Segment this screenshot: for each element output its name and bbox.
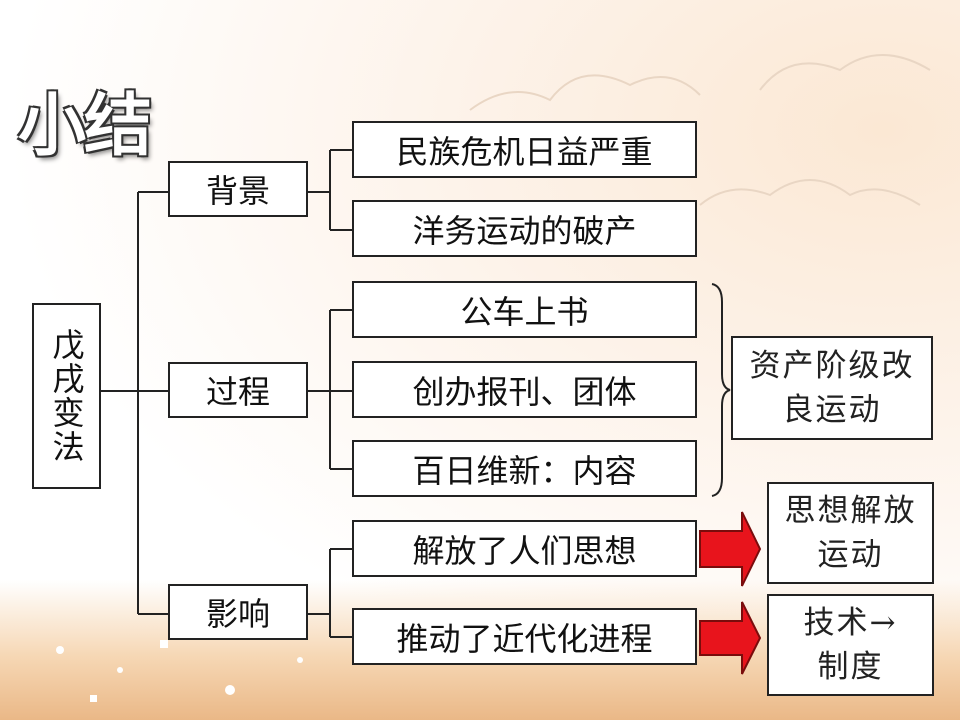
arrow-right-icon	[699, 511, 762, 587]
branch-impact: 影响	[168, 584, 308, 640]
root-node: 戊戌变法	[32, 303, 101, 489]
leaf-memorial: 公车上书	[352, 281, 697, 338]
branch-background: 背景	[168, 161, 308, 217]
leaf-hundred-days: 百日维新：内容	[352, 440, 697, 497]
page-title: 小结	[18, 87, 152, 166]
leaf-newspapers: 创办报刊、团体	[352, 361, 697, 418]
branch-process: 过程	[168, 362, 308, 418]
leaf-westernization-failure: 洋务运动的破产	[352, 200, 697, 257]
leaf-national-crisis: 民族危机日益严重	[352, 121, 697, 178]
arrow-right-icon	[699, 601, 762, 675]
leaf-modernization: 推动了近代化进程	[352, 608, 697, 665]
brace	[711, 283, 731, 497]
note-thought-liberation: 思想解放 运动	[767, 482, 934, 584]
note-tech-to-system: 技术→ 制度	[767, 594, 934, 696]
leaf-liberated-thought: 解放了人们思想	[352, 520, 697, 577]
note-bourgeois-reform: 资产阶级改 良运动	[731, 336, 933, 440]
